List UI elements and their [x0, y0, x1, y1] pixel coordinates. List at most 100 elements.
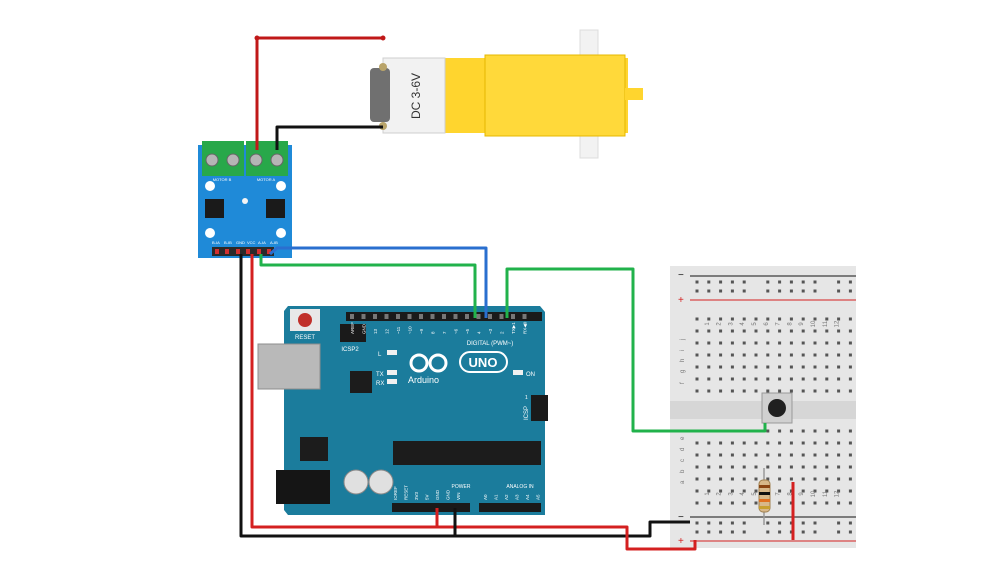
breadboard-hole	[695, 289, 699, 293]
breadboard-hole	[766, 365, 770, 369]
breadboard-hole	[719, 377, 723, 381]
breadboard-hole	[719, 317, 723, 321]
breadboard-hole	[825, 429, 829, 433]
breadboard-hole	[754, 477, 758, 481]
breadboard-hole	[837, 465, 841, 469]
column-number: 9	[799, 322, 805, 326]
column-number: 3	[728, 322, 734, 326]
header-pin-hole	[384, 314, 389, 319]
mount-hole	[205, 181, 215, 191]
breadboard-hole	[789, 289, 793, 293]
breadboard-hole	[801, 477, 805, 481]
breadboard-hole	[837, 453, 841, 457]
breadboard-hole	[801, 465, 805, 469]
breadboard-hole	[695, 341, 699, 345]
breadboard-hole	[754, 377, 758, 381]
breadboard-hole	[801, 329, 805, 333]
breadboard-hole	[837, 365, 841, 369]
breadboard-hole	[789, 441, 793, 445]
breadboard-hole	[848, 377, 852, 381]
breadboard-hole	[719, 341, 723, 345]
breadboard-hole	[778, 280, 782, 284]
capacitor	[343, 469, 369, 495]
header-pin-hole	[396, 314, 400, 319]
reset-button-cap	[298, 313, 312, 327]
column-number: 12	[835, 490, 841, 497]
breadboard-hole	[813, 441, 817, 445]
breadboard-hole	[730, 329, 734, 333]
breadboard-hole	[766, 521, 770, 525]
breadboard-hole	[719, 329, 723, 333]
breadboard-hole	[742, 477, 746, 481]
breadboard-hole	[778, 377, 782, 381]
breadboard-hole	[801, 521, 805, 525]
breadboard-hole	[695, 477, 699, 481]
breadboard-hole	[825, 365, 829, 369]
breadboard-hole	[730, 353, 734, 357]
analog-pin-label: A2	[504, 494, 509, 500]
breadboard-hole	[754, 489, 758, 493]
column-number: 1	[705, 492, 711, 496]
breadboard-hole	[825, 489, 829, 493]
breadboard-hole	[825, 501, 829, 505]
breadboard-hole	[837, 429, 841, 433]
breadboard-hole	[742, 453, 746, 457]
logo-infinity-icon	[428, 353, 448, 373]
breadboard-hole	[789, 365, 793, 369]
breadboard-hole	[766, 477, 770, 481]
breadboard-hole	[707, 453, 711, 457]
driver-chip-a	[266, 199, 285, 218]
digital-pin-label: AREF	[350, 322, 355, 334]
breadboard-hole	[719, 365, 723, 369]
breadboard-hole	[719, 521, 723, 525]
column-number: 11	[823, 490, 829, 497]
power-jack	[276, 470, 330, 504]
rail-plus-bottom: +	[678, 536, 684, 547]
breadboard-hole	[778, 353, 782, 357]
breadboard-hole	[801, 441, 805, 445]
power-pin-label: RESET	[404, 485, 409, 500]
breadboard-hole	[719, 530, 723, 534]
screw-icon	[270, 153, 284, 167]
breadboard-hole	[695, 329, 699, 333]
column-number: 8	[787, 322, 793, 326]
push-button-cap	[768, 399, 786, 417]
column-number: 11	[823, 320, 829, 327]
breadboard-hole	[778, 521, 782, 525]
breadboard-hole	[848, 501, 852, 505]
wire-black-motor	[275, 125, 383, 150]
breadboard-holes	[695, 280, 852, 534]
breadboard-hole	[789, 429, 793, 433]
resistor-band	[759, 499, 770, 502]
breadboard-hole	[848, 489, 852, 493]
breadboard-hole	[766, 353, 770, 357]
digital-pin-label: ~3	[488, 328, 493, 334]
breadboard-hole	[742, 521, 746, 525]
breadboard-hole	[742, 329, 746, 333]
breadboard-hole	[837, 280, 841, 284]
breadboard-hole	[754, 365, 758, 369]
header-pin-hole	[522, 314, 527, 319]
breadboard-hole	[707, 389, 711, 393]
screw-icon	[226, 153, 240, 167]
breadboard-hole	[789, 280, 793, 284]
wire-joint	[380, 35, 386, 41]
breadboard-hole	[707, 441, 711, 445]
column-number: 6	[764, 322, 770, 326]
breadboard-hole	[707, 530, 711, 534]
driver-header	[212, 247, 274, 256]
breadboard-hole	[742, 389, 746, 393]
icsp-one: 1	[525, 395, 528, 401]
breadboard-hole	[766, 377, 770, 381]
wire-blue-signal	[269, 246, 488, 318]
breadboard-hole	[719, 501, 723, 505]
breadboard-hole	[801, 317, 805, 321]
breadboard-hole	[848, 365, 852, 369]
breadboard-hole	[754, 353, 758, 357]
breadboard-hole	[742, 341, 746, 345]
breadboard-hole	[778, 341, 782, 345]
digital-pin-label: ~10	[408, 326, 413, 334]
resistor-band	[759, 485, 770, 488]
